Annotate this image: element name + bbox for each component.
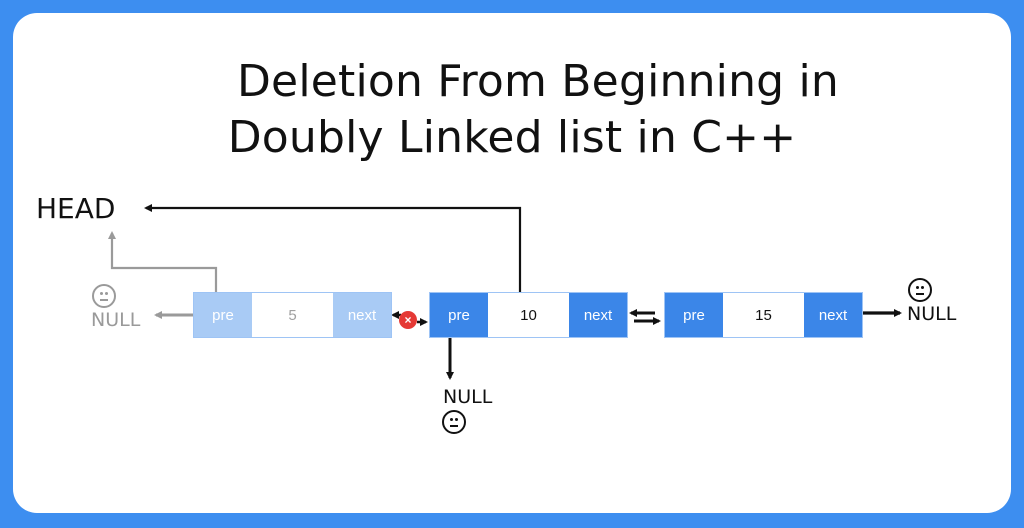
head-pointer-old-arrow <box>108 231 218 292</box>
null-label-left: NULL <box>91 309 141 331</box>
cross-icon: × <box>399 311 417 329</box>
node-value-cell: 5 <box>252 293 333 337</box>
head-label: HEAD <box>36 192 116 225</box>
null-label-bottom: NULL <box>443 386 493 408</box>
title-line-1: Deletion From Beginning in <box>236 56 840 107</box>
list-node-tail: pre 15 next <box>664 292 863 338</box>
title-line-2: Doubly Linked list in C++ <box>227 112 797 163</box>
neutral-face-icon <box>442 410 466 434</box>
node-pre-cell: pre <box>194 293 252 337</box>
head-pointer-new-arrow <box>144 204 522 292</box>
node-pre-cell: pre <box>665 293 723 337</box>
list-node-deleted: pre 5 next <box>193 292 392 338</box>
neutral-face-icon <box>908 278 932 302</box>
neutral-face-icon <box>92 284 116 308</box>
diagram-card <box>13 13 1011 513</box>
node-next-cell: next <box>804 293 862 337</box>
node-value-cell: 15 <box>723 293 804 337</box>
node-pre-cell: pre <box>430 293 488 337</box>
list-node-head: pre 10 next <box>429 292 628 338</box>
diagram-title: Deletion From Beginning in Doubly Linked… <box>0 54 1024 166</box>
node-value-cell: 10 <box>488 293 569 337</box>
node-next-cell: next <box>569 293 627 337</box>
null-label-right: NULL <box>907 303 957 325</box>
node-next-cell: next <box>333 293 391 337</box>
